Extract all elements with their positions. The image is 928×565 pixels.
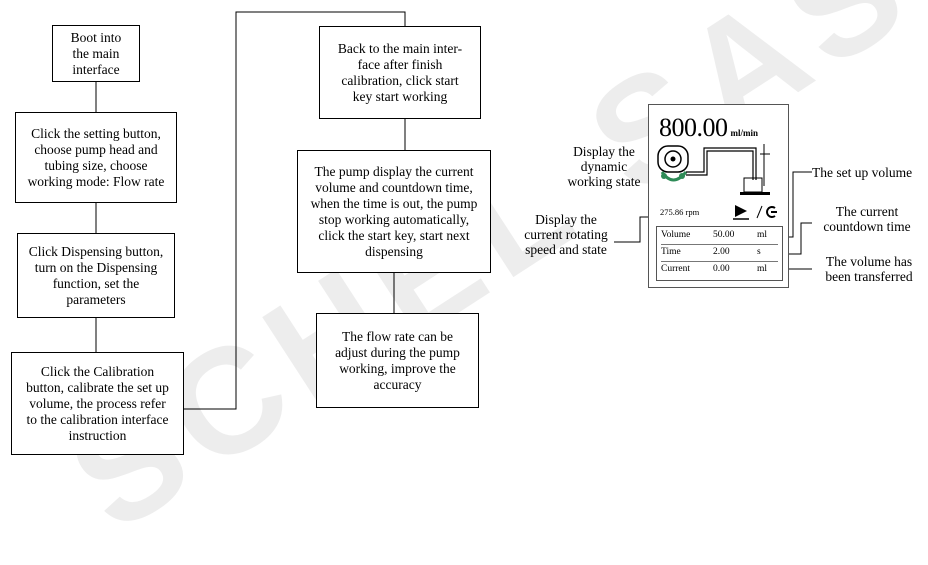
rotating-speed-readout: 275.86 rpm xyxy=(660,207,700,217)
step-setting: Click the setting button,choose pump hea… xyxy=(15,112,177,203)
play-direction-icon xyxy=(733,205,777,220)
flowchart-connectors xyxy=(95,11,812,410)
pointer-countdown xyxy=(788,222,812,255)
pointer-set-volume xyxy=(788,171,812,238)
label-set-volume: The set up volume xyxy=(812,165,913,180)
connector-4-5 xyxy=(184,11,406,410)
step-start-working: Back to the main inter-face after finish… xyxy=(319,26,481,119)
step-dispensing: Click Dispensing button,turn on the Disp… xyxy=(17,233,175,318)
pump-head-icon xyxy=(657,144,770,195)
flow-rate-value: 800.00 xyxy=(659,113,728,142)
flow-rate-unit: ml/min xyxy=(730,128,759,138)
